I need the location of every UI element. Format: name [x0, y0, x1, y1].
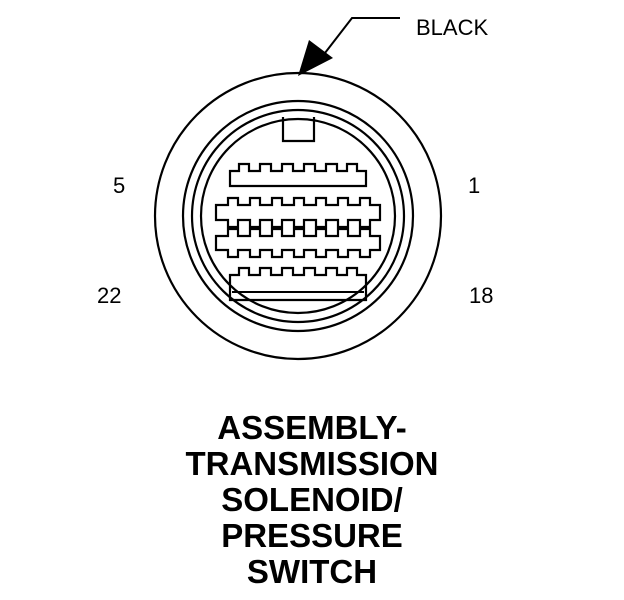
- connector-color-label: BLACK: [416, 15, 489, 40]
- leader-line: [317, 17, 400, 63]
- title-line: TRANSMISSION: [185, 445, 439, 482]
- component-title: ASSEMBLY- TRANSMISSION SOLENOID/ PRESSUR…: [112, 410, 512, 590]
- pin-label-top-left: 5: [113, 173, 126, 198]
- title-line: SWITCH: [246, 553, 378, 590]
- pin-row-1: [228, 162, 368, 188]
- pin-label-bottom-right: 18: [469, 283, 494, 308]
- title-line: PRESSURE: [221, 517, 403, 554]
- arrowhead: [298, 40, 333, 76]
- connector-middle-ring: [181, 99, 415, 333]
- pin-label-bottom-left: 22: [97, 283, 122, 308]
- pin-row-3: [214, 227, 382, 259]
- title-line: SOLENOID/: [221, 481, 403, 518]
- connector-outer-ring: [153, 71, 443, 361]
- pin-row-2: [214, 196, 382, 229]
- keyway-notch: [281, 117, 316, 143]
- pin-label-top-right: 1: [468, 173, 481, 198]
- connector-face: [199, 117, 397, 315]
- title-line: ASSEMBLY-: [217, 409, 407, 446]
- connector-inner-ring: [190, 108, 406, 324]
- pin-row-4: [228, 266, 368, 302]
